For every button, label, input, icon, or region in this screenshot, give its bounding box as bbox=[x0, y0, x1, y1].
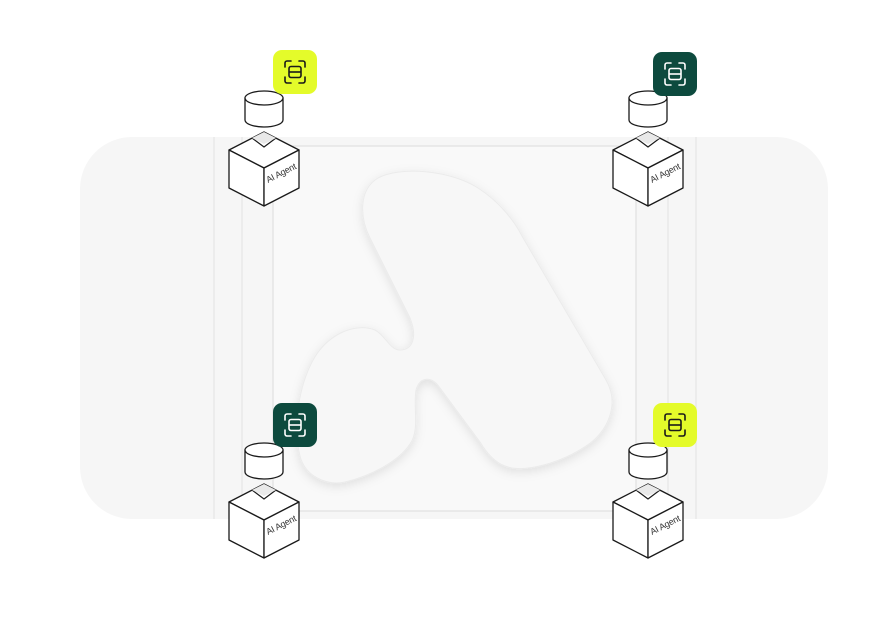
guide-lines bbox=[213, 137, 697, 519]
agent-head bbox=[628, 442, 668, 480]
agent-badge bbox=[653, 403, 697, 447]
agent-bottom-right: AI Agent bbox=[612, 403, 697, 559]
agent-bottom-left: AI Agent bbox=[228, 403, 317, 559]
agent-cube bbox=[612, 483, 684, 559]
agent-badge bbox=[273, 403, 317, 447]
embossed-logo bbox=[296, 170, 613, 484]
agent-head bbox=[244, 90, 284, 128]
agent-cube bbox=[612, 131, 684, 207]
agent-top-right: AI Agent bbox=[612, 52, 697, 207]
agent-top-left: AI Agent bbox=[228, 50, 317, 207]
agent-cube bbox=[228, 131, 300, 207]
agent-head bbox=[628, 90, 668, 128]
agent-head bbox=[244, 442, 284, 480]
agent-badge bbox=[653, 52, 697, 96]
agent-cube bbox=[228, 483, 300, 559]
agent-badge bbox=[273, 50, 317, 94]
